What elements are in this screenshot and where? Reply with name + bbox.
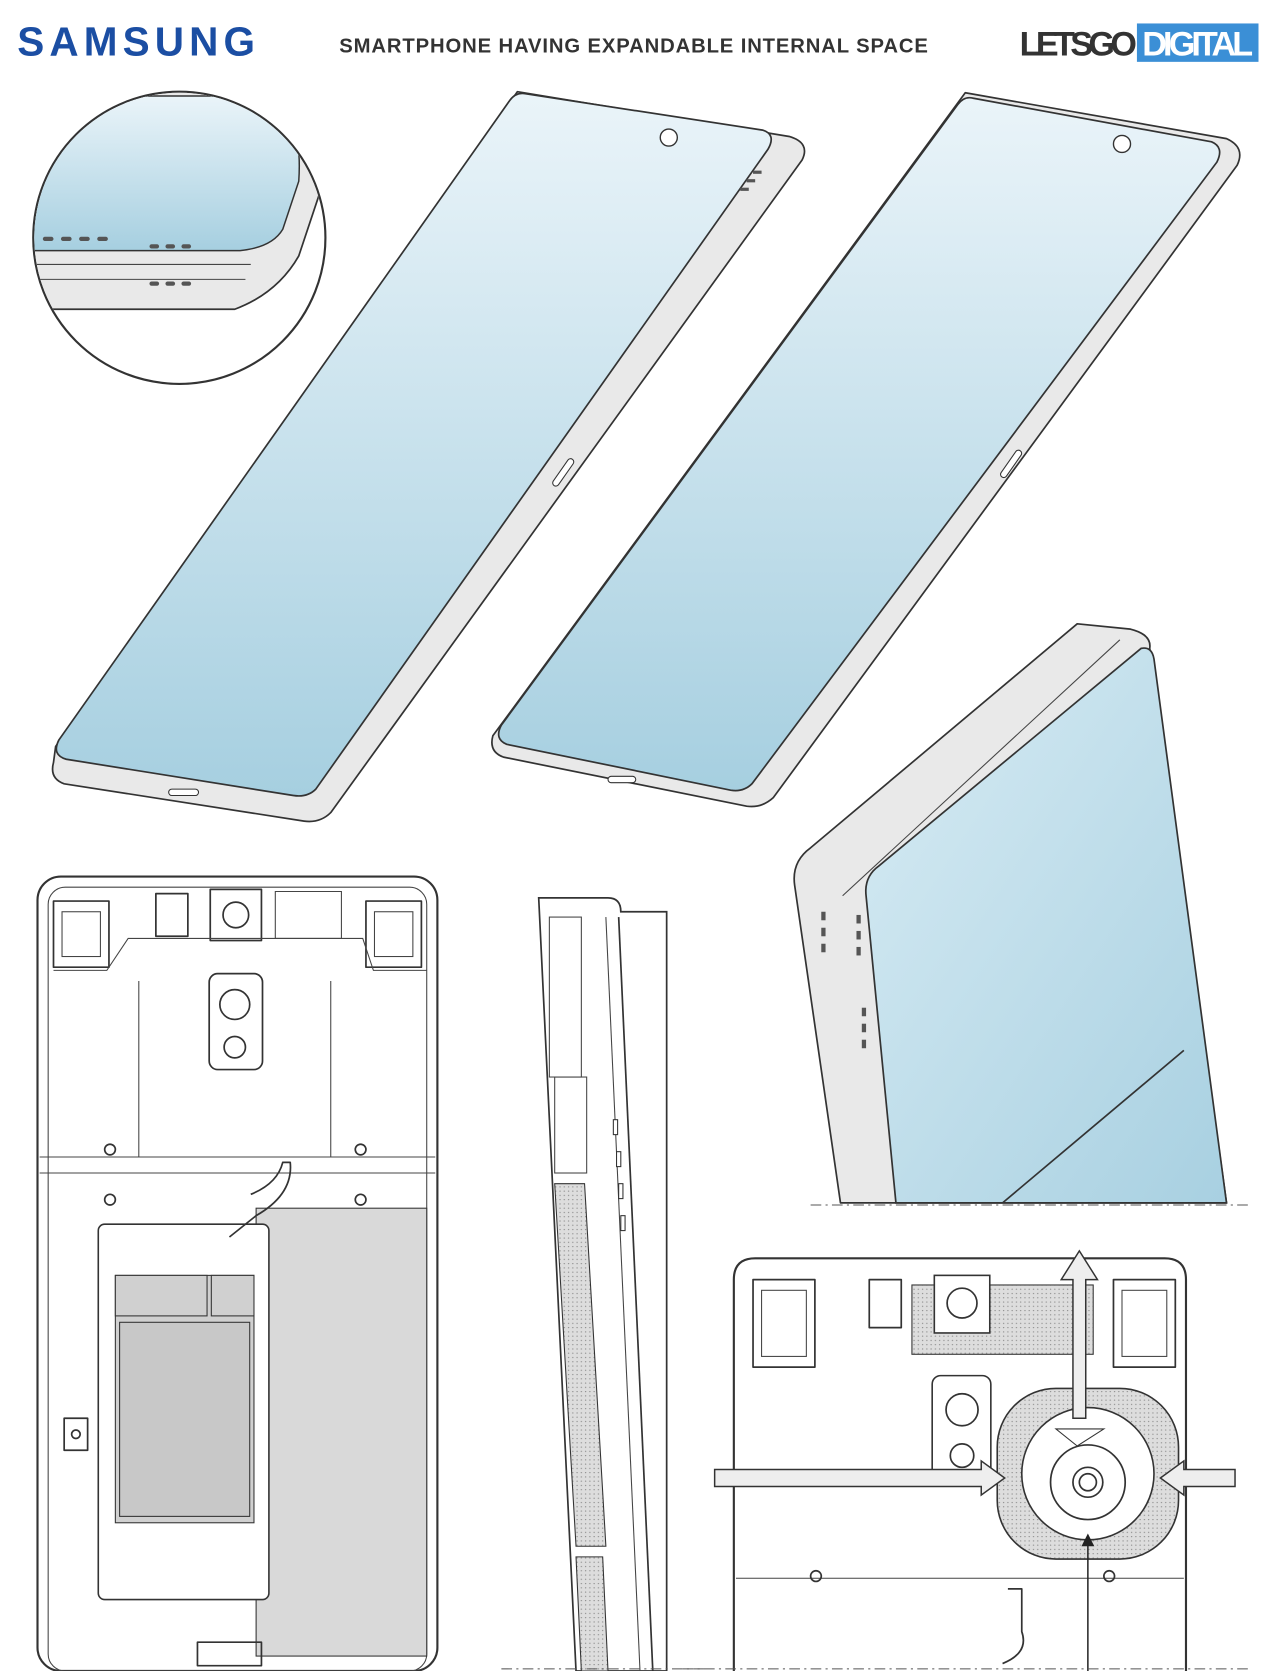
front-camera-icon [1113, 135, 1130, 152]
internal-expansion-view [683, 1251, 1248, 1671]
letsgo-logo-text: LETSGO [1020, 25, 1137, 63]
corner-detail-inset [22, 85, 326, 384]
front-camera-icon [660, 129, 677, 146]
cross-section-side-view [501, 898, 704, 1671]
samsung-logo: SAMSUNG [17, 18, 258, 64]
header: SAMSUNG SMARTPHONE HAVING EXPANDABLE INT… [17, 18, 1258, 64]
page-title: SMARTPHONE HAVING EXPANDABLE INTERNAL SP… [339, 35, 928, 57]
phone-corner-perspective-view [794, 624, 1248, 1205]
usb-port-icon [169, 789, 199, 795]
digital-logo-text: DIGITAL [1142, 25, 1253, 63]
internal-rear-layout-view [38, 877, 438, 1671]
usb-port-icon [608, 776, 636, 782]
